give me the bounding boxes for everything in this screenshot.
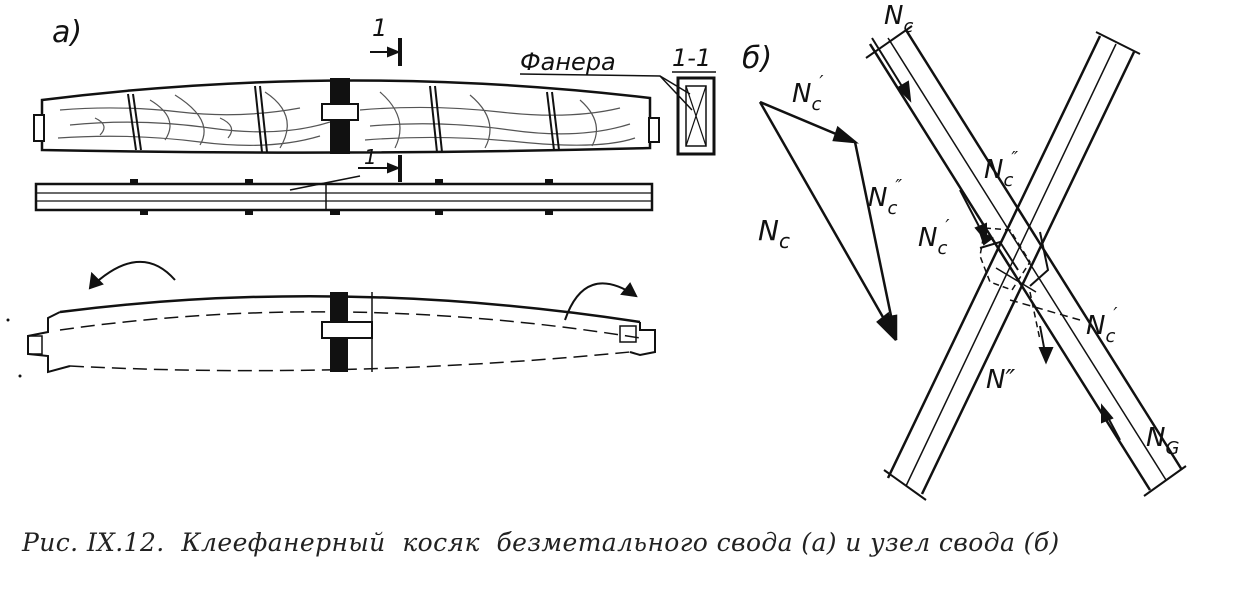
svg-text:Nc′: Nc′	[918, 216, 949, 259]
section-mark-lower-label: 1	[364, 145, 377, 169]
right-tenon	[648, 117, 660, 143]
arch-segment-plan	[34, 175, 654, 215]
figure-caption: Рис. IX.12. Клеефанерный косяк безметаль…	[22, 528, 1217, 558]
force-polygon	[758, 100, 898, 341]
svg-text:Nc″: Nc″	[868, 176, 902, 219]
label-nc-top: Nc	[884, 1, 913, 37]
stray-mark	[18, 374, 22, 378]
arch-node	[865, 25, 1187, 501]
center-key	[321, 103, 359, 121]
label-nc-prime-right: Nc′	[1086, 304, 1117, 347]
svg-text:Nc′: Nc′	[1086, 304, 1117, 347]
stray-mark	[6, 318, 10, 322]
label-nc-prime-node: Nc′	[918, 216, 949, 259]
plywood-label: Фанера	[520, 48, 616, 76]
section-view-label: 1-1	[672, 44, 711, 72]
svg-text:NG: NG	[1146, 423, 1179, 459]
label-nc-dprime-polygon: Nc″	[868, 176, 902, 219]
label-ng: NG	[1146, 423, 1179, 459]
part-a-label: а)	[52, 15, 82, 50]
part-b-label: б)	[742, 41, 772, 76]
plan-cleats	[130, 179, 553, 215]
label-n-dprime: N″	[986, 365, 1015, 395]
splice-joints	[127, 85, 560, 153]
label-nc-polygon: Nc	[758, 214, 790, 253]
node-force-arrows	[871, 37, 1121, 441]
rotation-arrows	[88, 260, 638, 321]
segment-deformation	[27, 292, 656, 374]
section-mark-lower	[358, 155, 402, 182]
label-nc-prime-polygon: Nc′	[792, 72, 823, 115]
caption-number: Рис. IX.12.	[22, 528, 165, 557]
section-mark-upper	[370, 38, 402, 66]
figure-drawing: а)	[6, 1, 1187, 501]
section-mark-label: 1	[372, 14, 387, 42]
svg-text:Nc″: Nc″	[984, 148, 1018, 191]
label-nc-dprime-node: Nc″	[984, 148, 1018, 191]
left-tenon	[33, 114, 45, 142]
svg-text:Nc: Nc	[884, 1, 913, 37]
wood-grain	[57, 91, 636, 149]
section-view-1-1	[676, 76, 716, 156]
svg-text:Nc: Nc	[758, 214, 790, 253]
caption-text: Клеефанерный косяк безметального свода (…	[181, 528, 1060, 557]
arch-segment-elevation	[33, 78, 660, 154]
svg-text:Nc′: Nc′	[792, 72, 823, 115]
